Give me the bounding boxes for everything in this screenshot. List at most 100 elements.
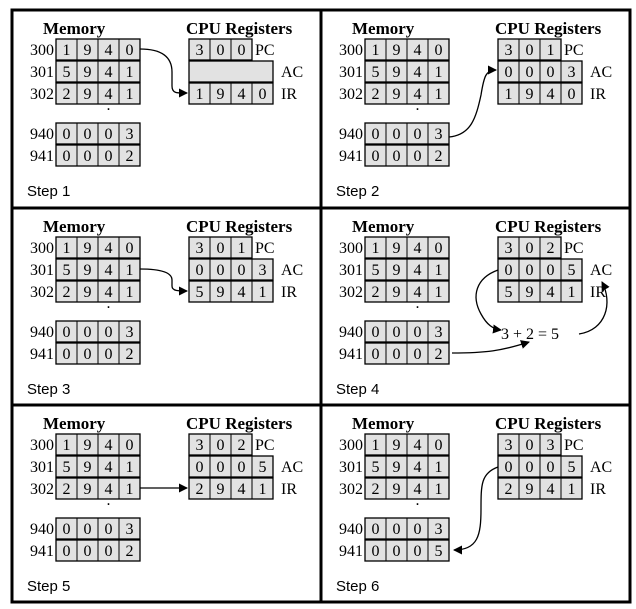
register-digit: 0: [196, 262, 204, 279]
register-label-pc: PC: [564, 42, 584, 59]
register-digit: 1: [505, 86, 513, 103]
register-digit: 5: [568, 262, 576, 279]
register-label-ac: AC: [281, 64, 303, 81]
memory-address: 941: [339, 346, 363, 363]
register-digit: 0: [217, 459, 225, 476]
memory-digit: 3: [435, 126, 443, 143]
memory-digit: 0: [393, 126, 401, 143]
memory-address: 302: [30, 284, 54, 301]
cpu-registers-heading: CPU Registers: [495, 414, 602, 433]
register-box-pc: [188, 433, 253, 456]
register-digit: 0: [547, 64, 555, 81]
register-digit: 0: [568, 86, 576, 103]
memory-digit: 0: [63, 346, 71, 363]
register-digit: 9: [526, 86, 534, 103]
memory-digit: 0: [84, 324, 92, 341]
register-digit: 0: [547, 459, 555, 476]
memory-digit: 0: [84, 126, 92, 143]
memory-digit: 9: [84, 64, 92, 81]
memory-digit: 0: [126, 240, 134, 257]
register-box-pc: [497, 236, 562, 259]
register-digit: 3: [259, 262, 267, 279]
arrow-sum-to-ac: [578, 281, 610, 335]
memory-ellipsis: .: [416, 97, 420, 114]
memory-digit: 5: [63, 64, 71, 81]
memory-address: 301: [339, 64, 363, 81]
memory-digit: 0: [105, 346, 113, 363]
memory-address: 940: [339, 521, 363, 538]
memory-digit: 1: [126, 64, 134, 81]
memory-ellipsis: .: [107, 97, 111, 114]
memory-digit: 1: [372, 240, 380, 257]
memory-digit: 0: [393, 543, 401, 560]
register-digit: 1: [238, 240, 246, 257]
memory-digit: 1: [435, 262, 443, 279]
step-label: Step 5: [27, 578, 70, 595]
cpu-registers-heading: CPU Registers: [186, 19, 293, 38]
register-digit: 3: [547, 437, 555, 454]
load-arrow-940-to-ac: [448, 65, 497, 138]
register-digit: 3: [196, 240, 204, 257]
memory-address: 300: [339, 42, 363, 59]
memory-heading: Memory: [352, 217, 415, 236]
memory-digit: 0: [105, 148, 113, 165]
memory-digit: 0: [414, 126, 422, 143]
memory-digit: 2: [63, 86, 71, 103]
memory-digit: 9: [84, 437, 92, 454]
register-digit: 1: [259, 284, 267, 301]
register-digit: 0: [526, 240, 534, 257]
memory-digit: 1: [126, 459, 134, 476]
memory-digit: 1: [126, 86, 134, 103]
register-digit: 0: [526, 42, 534, 59]
register-label-ir: IR: [281, 86, 297, 103]
register-digit: 9: [217, 284, 225, 301]
memory-digit: 9: [84, 481, 92, 498]
register-label-pc: PC: [255, 437, 275, 454]
memory-address: 300: [30, 42, 54, 59]
memory-digit: 4: [105, 284, 113, 301]
memory-digit: 4: [414, 262, 422, 279]
register-digit: 1: [568, 481, 576, 498]
fetch-arrow-memory-301-to-ir: [139, 268, 188, 296]
memory-digit: 5: [435, 543, 443, 560]
memory-digit: 9: [84, 240, 92, 257]
step-label: Step 6: [336, 578, 379, 595]
register-digit: 1: [259, 481, 267, 498]
memory-digit: 4: [414, 459, 422, 476]
memory-digit: 9: [393, 262, 401, 279]
memory-digit: 4: [105, 262, 113, 279]
register-label-ac: AC: [590, 262, 612, 279]
memory-digit: 0: [84, 346, 92, 363]
memory-digit: 0: [372, 346, 380, 363]
memory-digit: 9: [84, 86, 92, 103]
memory-digit: 4: [105, 42, 113, 59]
memory-digit: 4: [414, 64, 422, 81]
memory-digit: 3: [126, 126, 134, 143]
register-digit: 0: [217, 437, 225, 454]
memory-digit: 0: [63, 148, 71, 165]
memory-ellipsis: .: [416, 492, 420, 509]
register-digit: 0: [526, 437, 534, 454]
memory-address: 941: [30, 148, 54, 165]
memory-digit: 1: [63, 437, 71, 454]
cpu-registers-heading: CPU Registers: [186, 217, 293, 236]
register-label-ir: IR: [281, 284, 297, 301]
memory-digit: 1: [435, 459, 443, 476]
register-digit: 0: [217, 42, 225, 59]
memory-digit: 4: [105, 437, 113, 454]
register-digit: 0: [238, 459, 246, 476]
register-digit: 9: [526, 284, 534, 301]
register-digit: 1: [568, 284, 576, 301]
register-box-ac: [188, 60, 274, 83]
register-label-ac: AC: [281, 459, 303, 476]
register-digit: 1: [547, 42, 555, 59]
register-label-pc: PC: [564, 240, 584, 257]
memory-digit: 5: [372, 262, 380, 279]
register-label-ac: AC: [590, 64, 612, 81]
memory-digit: 1: [435, 284, 443, 301]
memory-digit: 0: [393, 521, 401, 538]
memory-address: 302: [339, 284, 363, 301]
cpu-registers-heading: CPU Registers: [495, 19, 602, 38]
